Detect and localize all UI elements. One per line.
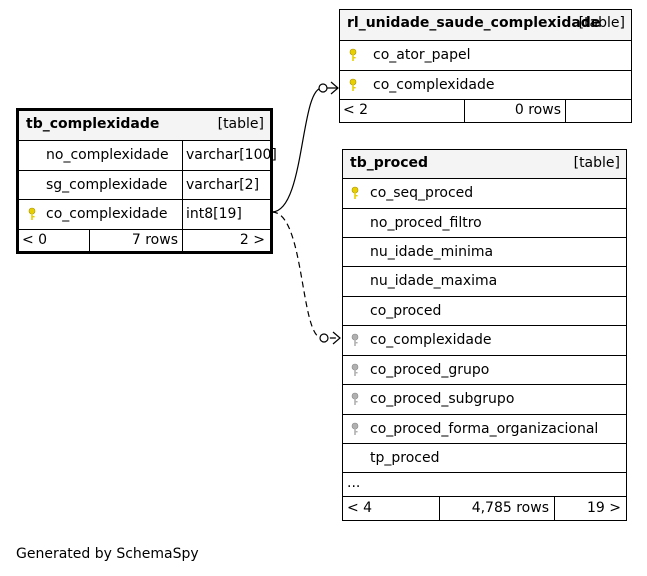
row-count: 4,785 rows <box>471 500 549 516</box>
column-name: co_proced_grupo <box>370 362 490 378</box>
column-name: co_proced_forma_organizacional <box>370 421 599 437</box>
table-footer: < 0 7 rows 2 > <box>19 230 270 251</box>
table-header: tb_complexidade [table] <box>19 111 270 141</box>
column-name: no_complexidade <box>46 147 169 163</box>
column-type: int8[19] <box>186 206 242 222</box>
column-type: varchar[100] <box>186 147 277 163</box>
column-name: co_proced_subgrupo <box>370 391 515 407</box>
table-type-label: [table] <box>573 155 620 171</box>
row-count: 7 rows <box>131 232 178 248</box>
table-row: co_proced_forma_organizacional <box>343 415 626 444</box>
connector-rl-optional-marker <box>318 83 328 93</box>
primary-key-icon <box>351 186 359 199</box>
table-row: co_proced <box>343 297 626 326</box>
generated-by-text: Generated by SchemaSpy <box>16 546 199 562</box>
foreign-key-icon <box>351 363 359 376</box>
primary-key-icon <box>349 78 357 91</box>
table-rl-unidade-saude-complexidade[interactable]: rl_unidade_saude_complexidade [table] co… <box>339 9 632 123</box>
column-name: co_seq_proced <box>370 185 474 201</box>
table-row: co_complexidade int8[19] <box>19 200 270 230</box>
column-name: no_proced_filtro <box>370 215 482 231</box>
column-name: co_complexidade <box>370 332 492 348</box>
connector-comp-to-proc <box>271 211 340 339</box>
table-row: no_proced_filtro <box>343 209 626 238</box>
table-row: co_proced_subgrupo <box>343 385 626 415</box>
table-row: co_complexidade <box>340 71 631 100</box>
children-count[interactable]: 19 > <box>587 500 621 516</box>
table-row: co_proced_grupo <box>343 356 626 385</box>
primary-key-icon <box>28 207 36 220</box>
table-row: nu_idade_minima <box>343 238 626 267</box>
table-footer: < 4 4,785 rows 19 > <box>343 497 626 520</box>
parents-count[interactable]: < 0 <box>22 232 48 248</box>
table-header: tb_proced [table] <box>343 150 626 179</box>
table-tb-proced[interactable]: tb_proced [table] co_seq_proced no_proce… <box>342 149 627 521</box>
table-tb-complexidade[interactable]: tb_complexidade [table] no_complexidade … <box>16 108 277 254</box>
more-columns-ellipsis: ... <box>347 475 361 491</box>
table-row: co_ator_papel <box>340 41 631 71</box>
column-name: co_complexidade <box>373 77 495 93</box>
connector-proc-optional-marker <box>319 333 329 343</box>
parents-count[interactable]: < 2 <box>343 102 369 118</box>
foreign-key-icon <box>351 422 359 435</box>
column-name: nu_idade_maxima <box>370 273 498 289</box>
table-name: tb_complexidade <box>26 116 160 132</box>
table-header: rl_unidade_saude_complexidade [table] <box>340 10 631 41</box>
table-row: nu_idade_maxima <box>343 267 626 297</box>
table-type-label: [table] <box>217 116 264 132</box>
connector-proc-crowfoot <box>332 331 341 345</box>
parents-count[interactable]: < 4 <box>347 500 373 516</box>
table-row: tp_proced <box>343 444 626 473</box>
table-name: rl_unidade_saude_complexidade <box>347 15 601 31</box>
table-row: co_seq_proced <box>343 179 626 209</box>
column-name: co_complexidade <box>46 206 168 222</box>
column-name: nu_idade_minima <box>370 244 494 260</box>
table-row: no_complexidade varchar[100] <box>19 141 277 171</box>
connector-comp-to-rl <box>271 87 338 213</box>
row-count: 0 rows <box>514 102 561 118</box>
foreign-key-icon <box>351 392 359 405</box>
table-row: co_complexidade <box>343 326 626 356</box>
column-name: sg_complexidade <box>46 177 168 193</box>
table-type-label: [table] <box>578 15 625 31</box>
more-columns-row: ... <box>343 473 626 497</box>
column-name: co_proced <box>370 303 442 319</box>
connector-rl-crowfoot <box>330 81 339 95</box>
table-name: tb_proced <box>350 155 429 171</box>
column-type: varchar[2] <box>186 177 260 193</box>
table-row: sg_complexidade varchar[2] <box>19 171 270 200</box>
primary-key-icon <box>349 48 357 61</box>
children-count[interactable]: 2 > <box>239 232 265 248</box>
foreign-key-icon <box>351 333 359 346</box>
table-footer: < 2 0 rows <box>340 100 631 122</box>
column-name: co_ator_papel <box>373 47 471 63</box>
column-name: tp_proced <box>370 450 440 466</box>
